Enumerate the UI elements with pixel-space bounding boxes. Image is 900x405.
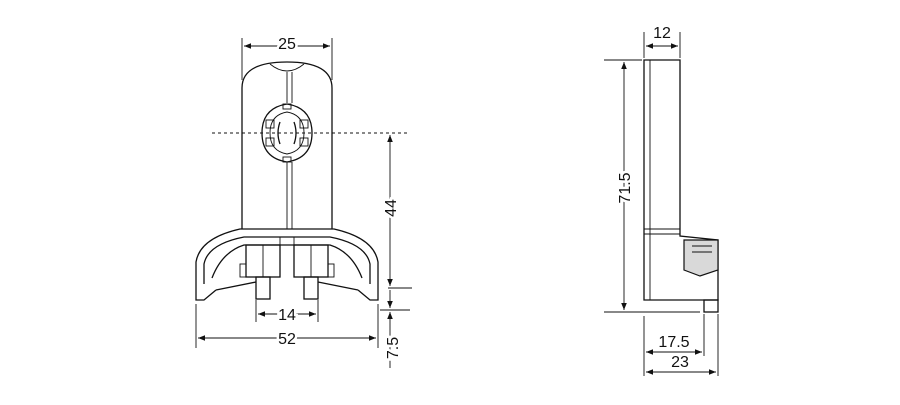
dim-pin-spacing-label: 14 xyxy=(278,307,296,324)
side-shaded-block xyxy=(683,239,719,277)
dim-pin-spacing: 14 xyxy=(255,300,319,327)
dim-side-base-inner-label: 17.5 xyxy=(658,334,689,351)
dim-side-base-total: 23 xyxy=(646,314,719,376)
dim-base-width: 52 xyxy=(195,304,379,351)
front-base xyxy=(195,228,379,301)
pin-left xyxy=(255,276,271,300)
dim-base-width-label: 52 xyxy=(278,331,296,348)
front-cap-arc xyxy=(269,63,305,72)
side-view: 12 71.5 17.5 23 xyxy=(604,25,719,376)
dim-side-base-total-label: 23 xyxy=(671,354,689,371)
dim-height-to-center: 44 xyxy=(381,135,412,289)
dim-side-thickness-label: 12 xyxy=(653,25,671,42)
dim-side-base-inner: 17.5 xyxy=(643,314,705,376)
dim-base-offset-label: 7.5 xyxy=(385,337,402,359)
dim-total-height: 71.5 xyxy=(604,59,700,313)
front-body-outline xyxy=(241,61,333,229)
dim-front-width: 25 xyxy=(241,34,333,80)
dim-side-thickness: 12 xyxy=(643,25,681,58)
dim-height-to-center-label: 44 xyxy=(383,199,400,217)
pin-right xyxy=(303,276,319,300)
dim-front-width-label: 25 xyxy=(278,36,296,53)
side-pin xyxy=(703,299,719,313)
dim-total-height-label: 71.5 xyxy=(617,172,634,203)
dim-base-offset: 7.5 xyxy=(380,290,410,368)
front-view: 25 44 14 52 7.5 xyxy=(195,34,412,368)
